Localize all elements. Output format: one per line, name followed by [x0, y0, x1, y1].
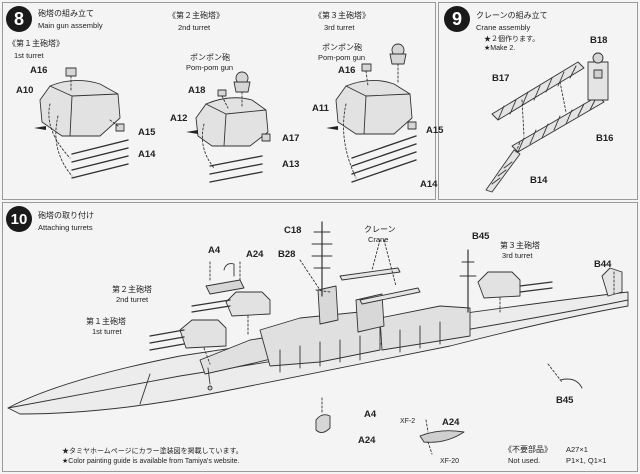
- part-label-a16: A16: [30, 65, 48, 76]
- label-t3-en: 3rd turret: [502, 251, 533, 260]
- label-b45-top: B45: [472, 231, 490, 242]
- label-xf2: XF-2: [400, 418, 416, 425]
- step9-title-jp: クレーンの組み立て: [476, 11, 548, 20]
- turret3-pompom-jp: ポンポン砲: [322, 43, 362, 52]
- step8-frame: [2, 2, 436, 200]
- label-t3-jp: 第３主砲塔: [500, 241, 540, 250]
- label-crane-en: Crane: [368, 235, 389, 244]
- step9-title-en: Crane assembly: [476, 23, 531, 32]
- step8-title-jp: 砲塔の組み立て: [38, 9, 94, 18]
- ship-drawing: [7, 221, 629, 455]
- label-t2-en: 2nd turret: [116, 295, 149, 304]
- part-label-a14-t3: A14: [420, 179, 438, 190]
- step8-title-en: Main gun assembly: [38, 21, 103, 30]
- step9-note-en: ★Make 2.: [484, 45, 516, 52]
- turret2-pompom-jp: ポンポン砲: [190, 53, 230, 62]
- turret2-title-en: 2nd turret: [178, 23, 211, 32]
- part-label-a15: A15: [138, 127, 156, 138]
- turret2-drawing: [186, 71, 271, 183]
- part-label-a14: A14: [138, 149, 156, 160]
- part-label-b14: B14: [530, 175, 548, 186]
- label-c18: C18: [284, 225, 302, 236]
- unused-parts-2: P1×1, Q1×1: [566, 456, 607, 465]
- part-label-b16: B16: [596, 133, 614, 144]
- label-xf20: XF-20: [440, 458, 460, 465]
- crane-drawing: [485, 52, 609, 193]
- label-b44: B44: [594, 259, 612, 270]
- turret3-drawing: [326, 43, 417, 183]
- label-t1-jp: 第１主砲塔: [86, 317, 126, 326]
- label-crane-jp: クレーン: [364, 225, 396, 234]
- label-a24-small: A24: [442, 417, 460, 428]
- label-b45-bottom: B45: [556, 395, 574, 406]
- unused-title-jp: 《不要部品》: [504, 445, 552, 454]
- part-label-a18: A18: [188, 85, 206, 96]
- unused-title-en: Not used.: [508, 456, 541, 465]
- turret1-drawing: [34, 67, 129, 179]
- step9-frame: [438, 2, 638, 200]
- label-t2-jp: 第２主砲塔: [112, 285, 152, 294]
- step10-title-en: Attaching turrets: [38, 223, 93, 232]
- turret3-pompom-en: Pom-pom gun: [318, 53, 366, 62]
- part-label-a15-t3: A15: [426, 125, 444, 136]
- turret1-title-en: 1st turret: [14, 51, 44, 60]
- footnote-en: ★Color painting guide is available from …: [62, 458, 240, 465]
- part-label-b18: B18: [590, 35, 608, 46]
- turret2-pompom-en: Pom-pom gun: [186, 63, 234, 72]
- turret2-title-jp: 《第２主砲塔》: [168, 11, 224, 20]
- part-label-a13: A13: [282, 159, 300, 170]
- part-label-a12: A12: [170, 113, 188, 124]
- turret3-title-jp: 《第３主砲塔》: [314, 11, 370, 20]
- part-label-a10: A10: [16, 85, 34, 96]
- label-a4-top: A4: [208, 245, 221, 256]
- step9-note-jp: ★２個作ります。: [484, 36, 540, 43]
- step10-title-jp: 砲塔の取り付け: [38, 211, 94, 220]
- part-label-a11: A11: [312, 103, 329, 114]
- label-a24-bottom: A24: [358, 435, 376, 446]
- part-label-a16-t3: A16: [338, 65, 356, 76]
- part-label-b17: B17: [492, 73, 510, 84]
- step8-number-badge: 8: [6, 6, 32, 32]
- turret1-title-jp: 《第１主砲塔》: [8, 39, 64, 48]
- label-a4-bottom: A4: [364, 409, 377, 420]
- part-label-a17: A17: [282, 133, 300, 144]
- unused-parts-1: A27×1: [566, 445, 588, 454]
- label-b28: B28: [278, 249, 296, 260]
- label-a24-top: A24: [246, 249, 264, 260]
- step10-frame: [2, 202, 638, 472]
- step10-number-badge: 10: [6, 206, 32, 232]
- label-t1-en: 1st turret: [92, 327, 122, 336]
- footnote-jp: ★タミヤホームページにカラー塗装図を掲載しています。: [62, 448, 243, 455]
- step9-number-badge: 9: [444, 6, 470, 32]
- turret3-title-en: 3rd turret: [324, 23, 355, 32]
